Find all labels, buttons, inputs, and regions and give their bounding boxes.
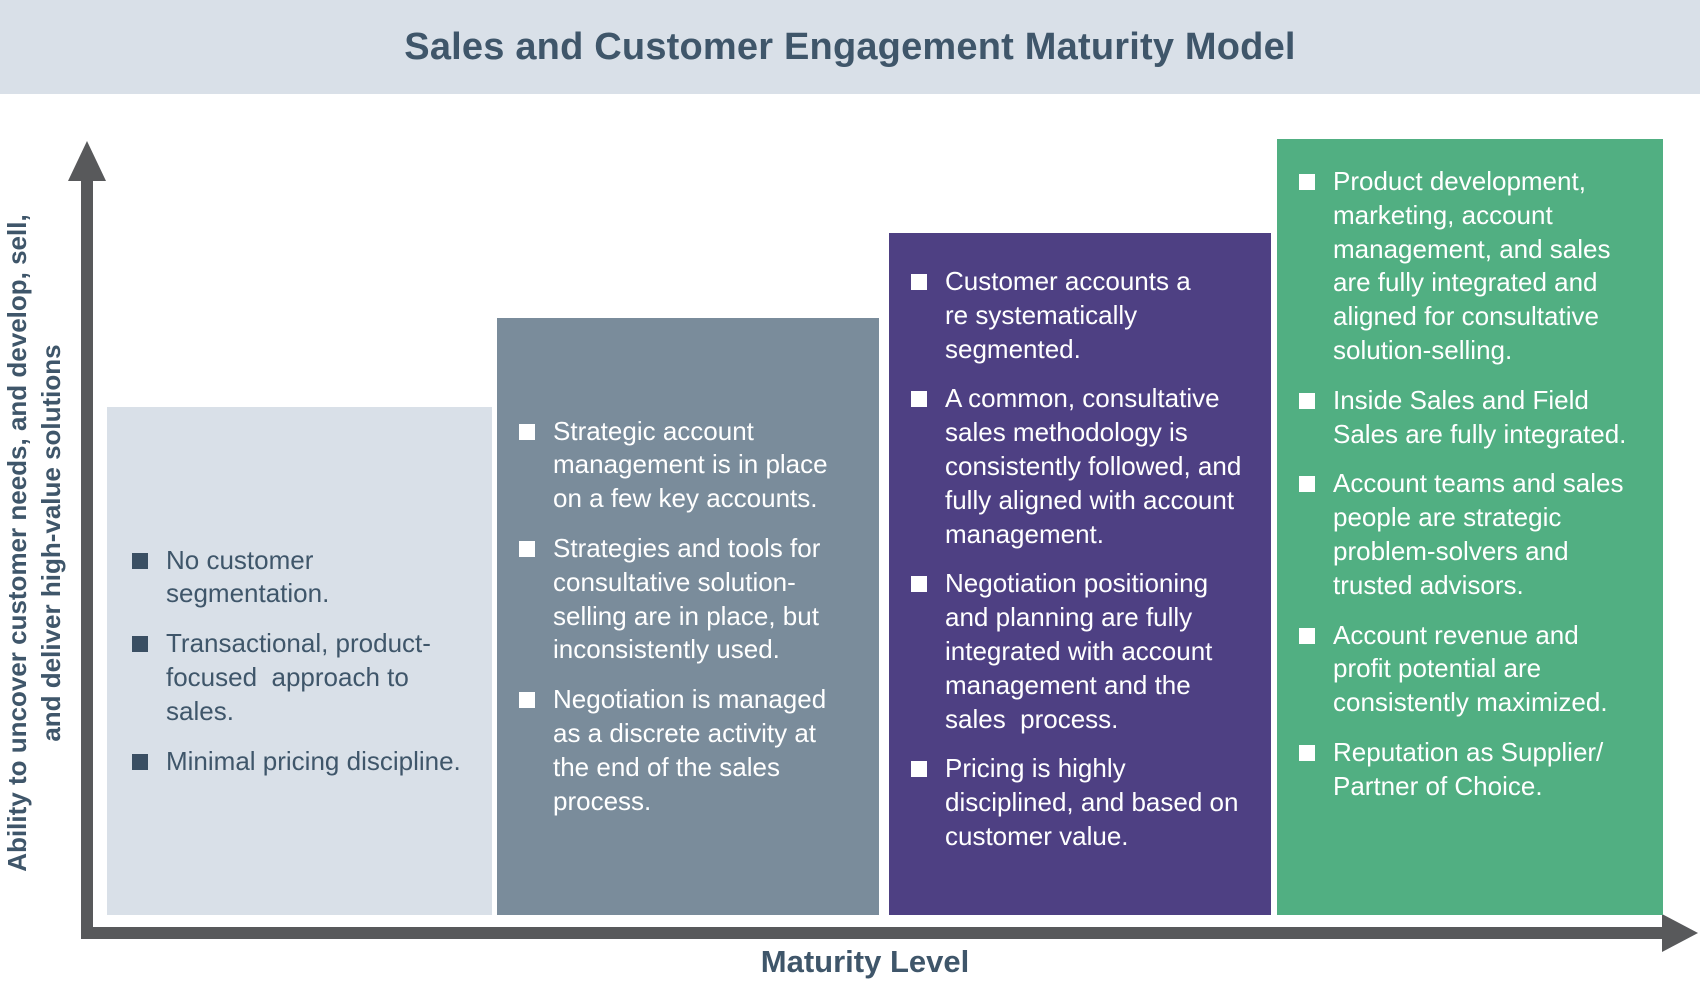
bullet-item: Transactional, product-focused approach … — [132, 627, 462, 728]
bullet-square-icon — [1299, 392, 1315, 409]
y-axis-line — [81, 175, 93, 939]
bullet-square-icon — [1299, 744, 1315, 761]
bullet-item: Negotiation positioning and planning are… — [911, 567, 1247, 736]
bullet-square-icon — [132, 552, 148, 569]
bullet-text: Pricing is highly disciplined, and based… — [945, 753, 1246, 851]
x-axis-label: Maturity Level — [760, 944, 970, 979]
bullet-text: Product development, marketing, account … — [1333, 166, 1618, 365]
bullet-square-icon — [911, 274, 927, 290]
stage-4-column: Product development, marketing, account … — [1277, 139, 1663, 915]
bullet-item: Inside Sales and Field Sales are fully i… — [1299, 384, 1639, 452]
page-title: Sales and Customer Engagement Maturity M… — [404, 25, 1296, 68]
stage-1-column: No customer segmentation. Transactional,… — [107, 407, 492, 915]
bullet-item: Minimal pricing discipline. — [132, 745, 462, 779]
bullet-text: Negotiation positioning and planning are… — [945, 568, 1220, 734]
bullet-text: No customer segmentation. — [166, 544, 330, 609]
bullet-text: Inside Sales and Field Sales are fully i… — [1333, 384, 1627, 449]
bullet-text: Customer accounts a re systematically se… — [945, 266, 1191, 364]
stage-2-column: Strategic account management is in place… — [497, 318, 879, 915]
bullet-item: Negotiation is managed as a discrete act… — [519, 683, 853, 818]
bullet-text: Negotiation is managed as a discrete act… — [553, 684, 834, 816]
stage-3-column: Customer accounts a re systematically se… — [889, 233, 1271, 915]
bullet-square-icon — [1299, 476, 1315, 493]
stage-1-bullet-list: No customer segmentation. Transactional,… — [132, 544, 462, 779]
bullet-item: Customer accounts a re systematically se… — [911, 265, 1247, 366]
bullet-item: Account teams and sales people are strat… — [1299, 467, 1639, 602]
bullet-square-icon — [911, 391, 927, 408]
bullet-text: A common, consultative sales methodology… — [945, 383, 1249, 549]
bullet-text: Transactional, product-focused approach … — [166, 628, 431, 726]
bullet-square-icon — [911, 576, 927, 593]
bullet-square-icon — [519, 423, 535, 440]
x-axis-arrowhead-icon — [1662, 914, 1698, 952]
bullet-text: Reputation as Supplier/ Partner of Choic… — [1333, 736, 1604, 801]
bullet-text: Minimal pricing discipline. — [166, 745, 461, 776]
y-axis-label: Ability to uncover customer needs, and d… — [2, 214, 66, 872]
bullet-item: Product development, marketing, account … — [1299, 165, 1639, 368]
bullet-square-icon — [1299, 627, 1315, 644]
stage-2-bullet-list: Strategic account management is in place… — [519, 415, 853, 819]
bullet-square-icon — [1299, 174, 1315, 190]
bullet-item: Strategic account management is in place… — [519, 415, 853, 516]
bullet-square-icon — [132, 753, 148, 770]
stage-3-bullet-list: Customer accounts a re systematically se… — [911, 265, 1247, 854]
bullet-text: Strategic account management is in place… — [553, 415, 835, 514]
bullet-text: Strategies and tools for consultative so… — [553, 533, 828, 665]
bullet-square-icon — [519, 541, 535, 557]
x-axis-line — [81, 927, 1664, 939]
bullet-square-icon — [519, 692, 535, 709]
bullet-item: Reputation as Supplier/ Partner of Choic… — [1299, 736, 1639, 804]
bullet-item: Pricing is highly disciplined, and based… — [911, 752, 1247, 853]
bullet-text: Account teams and sales people are strat… — [1333, 468, 1631, 600]
bullet-item: A common, consultative sales methodology… — [911, 382, 1247, 551]
y-axis-arrowhead-icon — [68, 141, 106, 181]
bullet-item: No customer segmentation. — [132, 544, 462, 612]
bullet-square-icon — [132, 636, 148, 653]
bullet-square-icon — [911, 761, 927, 778]
bullet-item: Strategies and tools for consultative so… — [519, 532, 853, 667]
stage-4-bullet-list: Product development, marketing, account … — [1299, 165, 1639, 804]
bullet-item: Account revenue and profit potential are… — [1299, 619, 1639, 720]
title-band: Sales and Customer Engagement Maturity M… — [0, 0, 1700, 94]
bullet-text: Account revenue and profit potential are… — [1333, 619, 1608, 718]
